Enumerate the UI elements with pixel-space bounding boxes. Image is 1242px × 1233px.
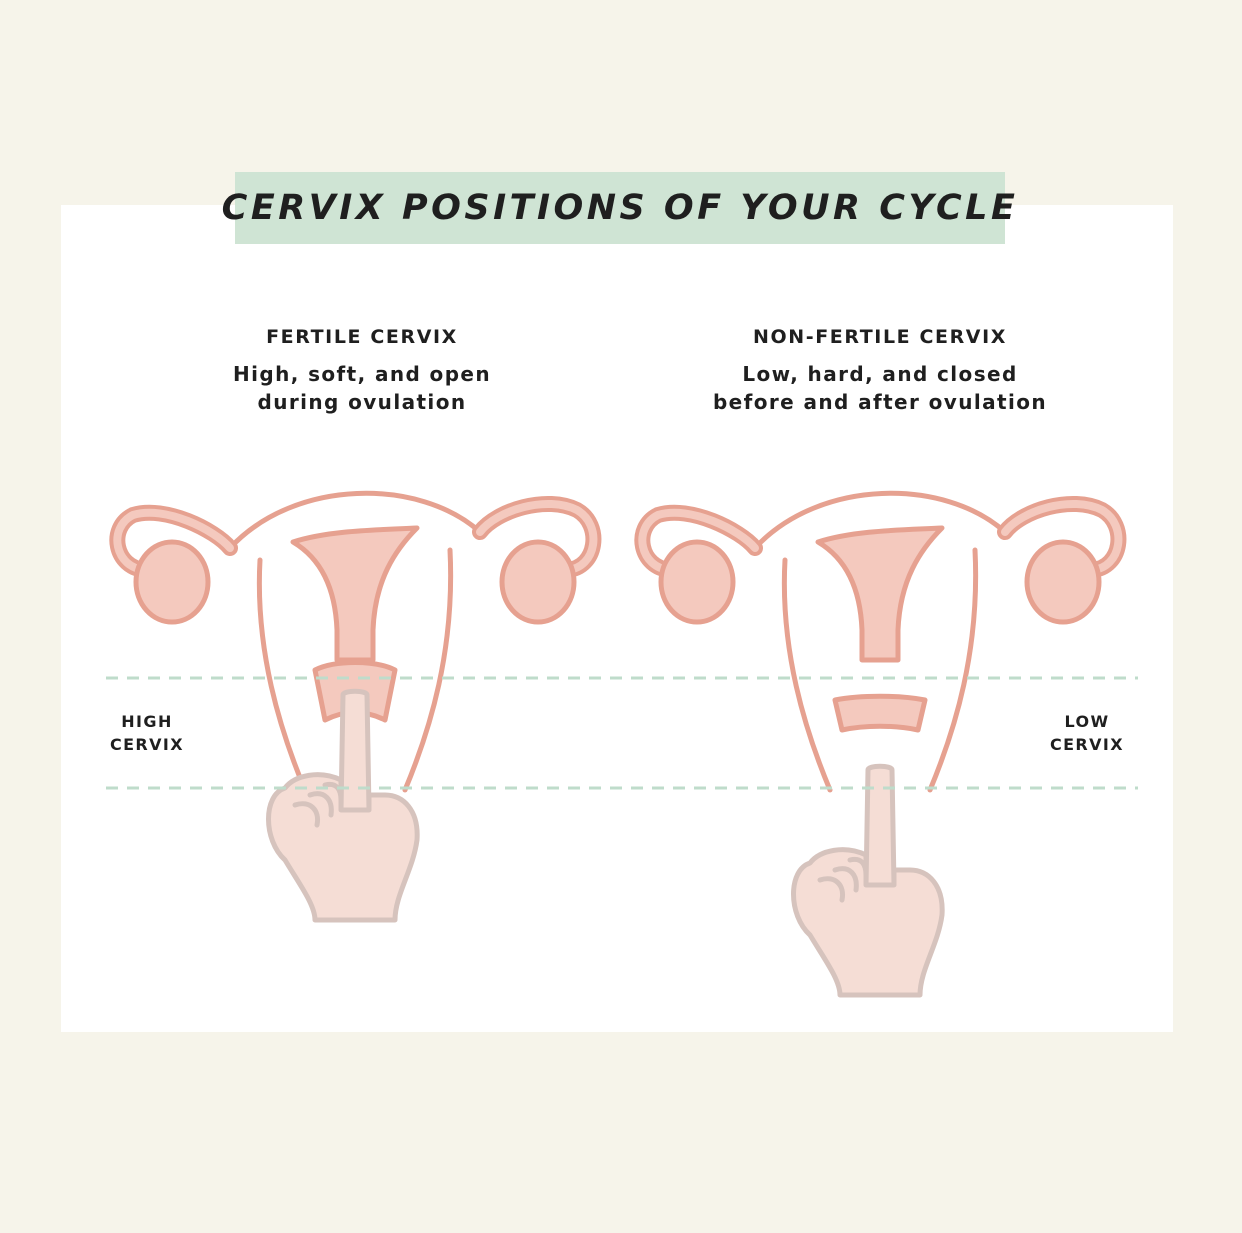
page-title: CERVIX POSITIONS OF YOUR CYCLE: [221, 188, 1019, 228]
non-fertile-desc-line2: before and after ovulation: [712, 390, 1048, 414]
fertile-hand: [269, 691, 418, 920]
non-fertile-description: Low, hard, and closed before and after o…: [670, 360, 1090, 416]
fertile-desc-line2: during ovulation: [257, 390, 467, 414]
high-cervix-label: HIGH CERVIX: [104, 710, 190, 756]
non-fertile-hand: [794, 766, 943, 995]
fertile-caption: FERTILE CERVIX High, soft, and open duri…: [152, 324, 572, 416]
high-label-line2: CERVIX: [109, 735, 185, 754]
title-banner: CERVIX POSITIONS OF YOUR CYCLE: [222, 172, 1015, 244]
low-label-line1: LOW: [1064, 712, 1110, 731]
high-label-line1: HIGH: [121, 712, 173, 731]
fertile-description: High, soft, and open during ovulation: [152, 360, 572, 416]
low-label-line2: CERVIX: [1049, 735, 1125, 754]
non-fertile-desc-line1: Low, hard, and closed: [742, 362, 1018, 386]
non-fertile-caption: NON-FERTILE CERVIX Low, hard, and closed…: [670, 324, 1090, 416]
fertile-heading: FERTILE CERVIX: [256, 324, 468, 352]
fertile-desc-line1: High, soft, and open: [232, 362, 492, 386]
low-cervix-label: LOW CERVIX: [1044, 710, 1130, 756]
non-fertile-heading: NON-FERTILE CERVIX: [742, 324, 1018, 352]
non-fertile-uterus: [642, 493, 1118, 790]
